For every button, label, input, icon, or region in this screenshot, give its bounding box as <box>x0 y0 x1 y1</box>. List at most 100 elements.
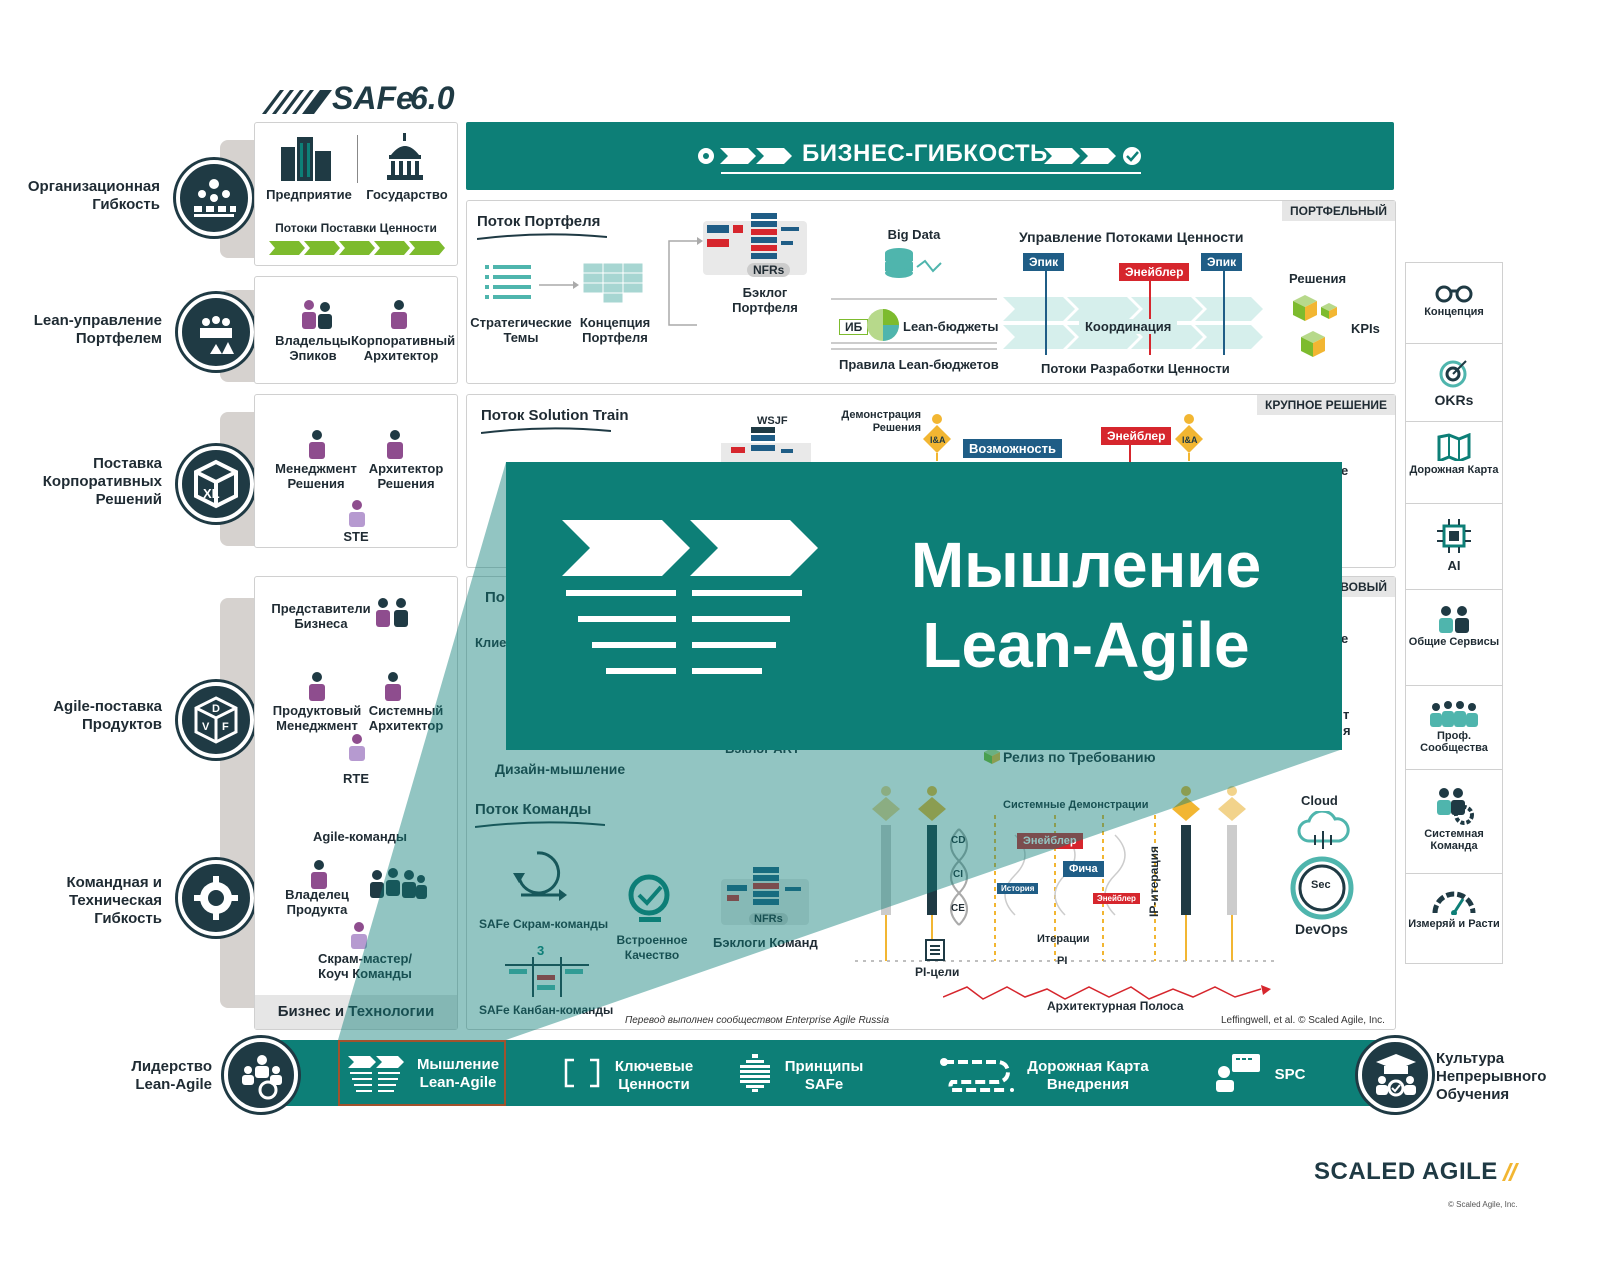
right-label-okrs: OKRs <box>1434 392 1474 408</box>
greybar-art <box>220 598 256 1008</box>
portfolio-section: ПОРТФЕЛЬНЫЙ Поток Портфеля Стратегически… <box>466 200 1396 384</box>
brand-text: SCALED AGILE <box>1314 1158 1498 1185</box>
right-item-system-team[interactable]: Системная Команда <box>1406 769 1502 874</box>
solutions-label: Решения <box>1289 271 1347 286</box>
enterprise-architect-label: Корпоративный Архитектор <box>351 333 456 363</box>
banner-arrows-right-icon <box>1044 147 1141 165</box>
right-item-ai[interactable]: AI <box>1406 503 1502 590</box>
solution-demo-milestone-icon: I&A <box>923 414 951 461</box>
right-item-measure-grow[interactable]: Измеряй и Расти <box>1406 873 1502 963</box>
scrum-master-icon <box>351 922 367 949</box>
portfolio-vision-icon <box>583 263 643 303</box>
arch-runway-icon <box>943 985 1271 1000</box>
art-partial-e: е <box>1341 631 1349 646</box>
business-agility-banner: БИЗНЕС-ГИБКОСТЬ <box>466 122 1394 190</box>
solution-flow-title: Поток Solution Train <box>481 407 629 424</box>
system-arch-icon <box>385 672 401 701</box>
leadership-icon <box>224 1038 298 1112</box>
mindset-large-icon <box>562 520 818 674</box>
right-label-ai: AI <box>1447 558 1461 573</box>
business-owners-label: Представители Бизнеса <box>271 601 371 631</box>
value-streams-label: Потоки Поставки Ценности <box>275 221 437 235</box>
scrum-master-label: Скрам-мастер/ Коуч Команды <box>317 951 413 981</box>
foundation-bar <box>262 1040 1392 1106</box>
strategic-themes-icon <box>485 265 531 299</box>
rte-label: RTE <box>343 771 369 786</box>
team-enabler-tag: Энейблер <box>1017 833 1083 849</box>
roadmap-icon <box>940 1058 1014 1092</box>
right-item-vision[interactable]: Концепция <box>1406 263 1502 344</box>
right-label-communities: Проф. Сообщества <box>1420 730 1488 754</box>
scrum-teams-label: SAFe Скрам-команды <box>479 917 609 931</box>
chip-icon <box>1437 519 1471 553</box>
solution-ia-milestone-icon: I&A <box>1175 414 1203 461</box>
sec-label: Sec <box>1311 879 1331 891</box>
people-icon <box>1439 606 1469 633</box>
team-flow-title: Поток Команды <box>475 801 592 818</box>
ip-iteration-label: IP-итерация <box>1147 845 1161 917</box>
solution-mgmt-icon <box>309 430 325 459</box>
solution-arch-icon <box>387 430 403 459</box>
right-label-system-team: Системная Команда <box>1424 828 1484 852</box>
solution-partial-e: е <box>1341 463 1349 478</box>
portfolio-roles-card: Владельцы Эпиков Корпоративный Архитекто… <box>254 276 458 384</box>
backlog-connector-icon <box>668 237 703 326</box>
right-item-roadmap[interactable]: Дорожная Карта <box>1406 421 1502 504</box>
gear-people-icon <box>1437 788 1474 825</box>
art-roles-card: Представители Бизнеса Продуктовый Менедж… <box>254 576 458 1030</box>
callout-title-line1: Мышление <box>910 529 1262 601</box>
team-backlogs-icon <box>721 867 809 925</box>
ci-label: CI <box>953 869 963 880</box>
safe-logo: SAFe 6.0 <box>262 80 472 116</box>
mindset-highlight[interactable]: Мышление Lean-Agile <box>338 1040 506 1106</box>
label-org-agility: Организационная Гибкость <box>27 178 160 213</box>
svg-text:D: D <box>212 703 220 715</box>
ib-badge: ИБ <box>839 319 869 335</box>
mindset-callout: Мышление Lean-Agile <box>506 462 1342 750</box>
kanban-number: 3 <box>537 943 545 958</box>
solution-flow-swoosh-icon <box>481 427 611 434</box>
iterations-label: Итерации <box>1037 933 1090 945</box>
portfolio-flow-title: Поток Портфеля <box>477 213 601 230</box>
spc-label: SPC <box>1274 1066 1306 1083</box>
right-label-shared-services: Общие Сервисы <box>1408 636 1500 648</box>
business-owners-icon <box>376 598 408 627</box>
svg-text:XL: XL <box>203 486 220 501</box>
portfolio-flow-swoosh-icon <box>477 233 607 240</box>
callout-title-line2: Lean-Agile <box>922 609 1250 681</box>
pi-timeline-icon <box>855 786 1275 962</box>
ste-label: STE <box>343 529 369 544</box>
banner-underline <box>721 172 1141 174</box>
art-client-partial: Клие <box>475 635 507 650</box>
mindset-label: Мышление Lean-Agile <box>416 1056 500 1091</box>
ste-icon <box>349 500 365 527</box>
portfolio-vision-label: Концепция Портфеля <box>579 315 651 345</box>
business-agility-title: БИЗНЕС-ГИБКОСТЬ <box>802 140 1048 167</box>
right-item-communities[interactable]: Проф. Сообщества <box>1406 685 1502 770</box>
right-item-okrs[interactable]: OKRs <box>1406 343 1502 422</box>
core-values-label: Ключевые Ценности <box>614 1058 694 1093</box>
right-item-shared-services[interactable]: Общие Сервисы <box>1406 589 1502 686</box>
enterprise-label: Предприятие <box>266 187 352 202</box>
arch-runway-label: Архитектурная Полоса <box>1047 999 1184 1013</box>
epic-1-pole <box>1045 271 1047 355</box>
small-enabler-tag: Энейблер <box>1093 893 1140 904</box>
guardrails-label: Правила Lean-бюджетов <box>839 357 999 372</box>
kpis-label: KPIs <box>1351 321 1380 336</box>
team-nfrs-badge: NFRs <box>749 913 788 925</box>
safe-logo-stripes-icon <box>262 90 332 114</box>
business-tech-label: Бизнес и Технологии <box>277 1003 435 1020</box>
lean-budget-pie-icon <box>867 309 899 341</box>
map-icon <box>1437 432 1471 464</box>
product-mgmt-label: Продуктовый Менеджмент <box>272 703 362 733</box>
value-streams-arrows-icon <box>269 241 445 255</box>
solution-enabler-pole <box>1129 445 1131 465</box>
svg-text:V: V <box>202 721 210 733</box>
label-team-tech: Командная и Техническая Гибкость <box>66 874 163 927</box>
art-partial-ya: я <box>1343 723 1351 738</box>
agile-team-icon <box>370 868 427 899</box>
svg-text:I&A: I&A <box>930 435 946 445</box>
label-enterprise-solution: Поставка Корпоративных Решений <box>42 455 162 508</box>
epic-2-pole <box>1223 271 1225 355</box>
mindset-small-icon <box>348 1056 404 1092</box>
